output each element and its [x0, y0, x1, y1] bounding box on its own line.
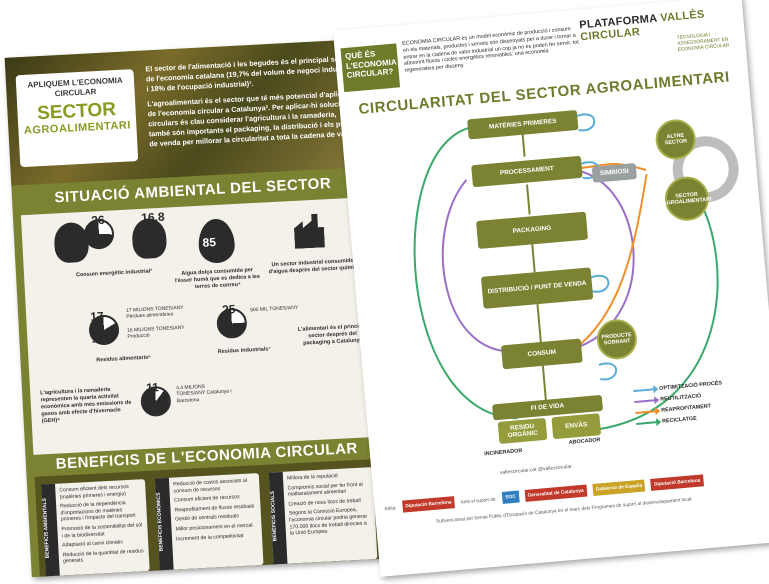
benefit-item: Consum eficient dels recursos (matèries … — [59, 483, 142, 500]
legend-swatch — [635, 410, 658, 414]
industry-caption: Un sector industrial consumidor d'aigua … — [268, 257, 360, 276]
editor-label: Edita: — [384, 504, 397, 511]
flow-diagram — [413, 113, 739, 431]
energy-stat-1: 26 — [90, 212, 105, 228]
hero-paragraph-1: El sector de l'alimentació i les begudes… — [145, 53, 355, 94]
hero-kicker: APLIQUEM L'ECONOMIA CIRCULAR — [27, 75, 123, 99]
right-poster: QUÈ ÉS L'ECONOMIA CIRCULAR? ECONOMIA CIR… — [332, 0, 769, 577]
legend-swatch — [636, 421, 659, 425]
flow-arrow — [521, 132, 526, 157]
hero-paragraph-2: L'agroalimentari és el sector que té més… — [147, 88, 357, 148]
ghg-caption: L'agricultura i la ramaderia representen… — [40, 386, 132, 425]
benefits-social: BENEFICIS SOCIALS Millora de la reputaci… — [268, 467, 378, 565]
energy-stat-2: 16,8 — [140, 209, 165, 225]
energy-caption: Consum energètic industrial³ — [75, 268, 153, 279]
benefits-panel: BENEFICIS AMBIENTALS Consum eficient del… — [34, 458, 386, 577]
food-waste-note-b: 16 MILIONS TONES/ANY Producció — [126, 324, 185, 341]
legend-label: REAPROFITAMENT — [660, 403, 712, 414]
ghg-note: 4,4 MILIONS TONES/ANY Catalunya i Barcel… — [176, 383, 232, 405]
benefits-economic: BENEFICIS ECONÒMICS Reducció de costos a… — [154, 473, 264, 571]
legend-swatch — [633, 388, 656, 393]
env-panel: 26 16,8 Consum energètic industrial³ 85 … — [20, 197, 379, 455]
hero-text: El sector de l'alimentació i les begudes… — [145, 53, 359, 154]
legend-swatch — [634, 399, 657, 404]
logo-soc: SOC — [501, 490, 520, 504]
industrial-waste-note: 900 MIL TONES/ANY — [250, 304, 299, 314]
industrial-waste-stat: 25 — [221, 302, 236, 317]
node-packaging-waste: ENVÀS — [551, 413, 602, 440]
reuse-loop — [441, 179, 522, 353]
food-waste-stat: 17 — [89, 309, 105, 324]
benefits-economic-label: BENEFICIS ECONÒMICS — [154, 477, 174, 571]
benefits-environmental-label: BENEFICIS AMBIENTALS — [41, 483, 60, 577]
hero-label: APLIQUEM L'ECONOMIA CIRCULAR SECTOR AGRO… — [15, 69, 139, 168]
flow-arrow — [541, 365, 548, 404]
optimization-loop — [598, 362, 617, 381]
legend-label: REUTILITZACIÓ — [660, 393, 702, 403]
flow-arrow — [526, 184, 531, 215]
legend-label: RECICLATGE — [661, 415, 697, 425]
node-organic-waste: RESIDU ORGÀNIC — [497, 417, 548, 444]
brand-logo: PLATAFORMA VALLÈS CIRCULAR TECNOLOGIA I … — [579, 5, 742, 62]
definition-text: ECONOMIA CIRCULAR és un model econòmic d… — [402, 26, 579, 74]
industrial-waste-caption: Residus industrials⁷ — [217, 346, 271, 356]
factory-icon — [293, 213, 325, 249]
water-caption: Aigua dolça consumida per l'ésser humà q… — [174, 267, 261, 291]
benefit-item: Reducció de costos associats al consum d… — [173, 477, 256, 494]
food-waste-note-a: 17 MILIONS TONES/ANY Pèrdues alimentàrie… — [125, 304, 184, 321]
question-box: QUÈ ÉS L'ECONOMIA CIRCULAR? — [340, 43, 401, 93]
logo-diputacio: Diputació Barcelona — [401, 496, 456, 513]
benefit-item: Promoció de la sostenibilitat del sòl i … — [61, 522, 144, 539]
benefit-item: Segons la Comissió Europea, l'economia c… — [289, 507, 372, 538]
left-poster: APLIQUEM L'ECONOMIA CIRCULAR SECTOR AGRO… — [4, 38, 394, 578]
benefit-item: Reducció de la dependència d'importacion… — [60, 499, 143, 523]
food-waste-stat-b: 11 — [91, 331, 105, 346]
water-stat: 85 — [202, 235, 217, 250]
logo-diputacio-2: Diputació Barcelona — [650, 474, 704, 491]
benefits-environmental: BENEFICIS AMBIENTALS Consum eficient del… — [41, 479, 150, 577]
recycling-loop — [413, 126, 518, 420]
recycling-loop-b — [598, 199, 719, 431]
hero-banner: APLIQUEM L'ECONOMIA CIRCULAR SECTOR AGRO… — [4, 38, 373, 186]
food-waste-caption: Residus alimentaris⁶ — [96, 354, 151, 364]
benefits-social-label: BENEFICIS SOCIALS — [268, 471, 288, 565]
reuse-orange-b — [571, 173, 648, 353]
support-label: Amb el suport de: — [460, 495, 497, 505]
benefit-item: Increment de la competitivitat — [176, 532, 258, 543]
flow-arrow — [536, 304, 542, 345]
flow-arrow — [531, 244, 536, 273]
logo-gobierno: Gobierno de España — [592, 479, 646, 496]
optimization-loop — [591, 274, 610, 293]
benefit-item: Compromís social per fer front al malbar… — [287, 481, 370, 498]
logo-generalitat: Generalitat de Catalunya — [524, 484, 588, 502]
symbiosis-ring — [672, 136, 739, 203]
ghg-stat: 11 — [145, 380, 160, 395]
packaging-caption: L'alimentari és el principal sector desp… — [297, 323, 367, 347]
benefit-item: Reducció de la quantitat de residus gene… — [63, 548, 146, 565]
optimization-loop — [576, 113, 596, 132]
